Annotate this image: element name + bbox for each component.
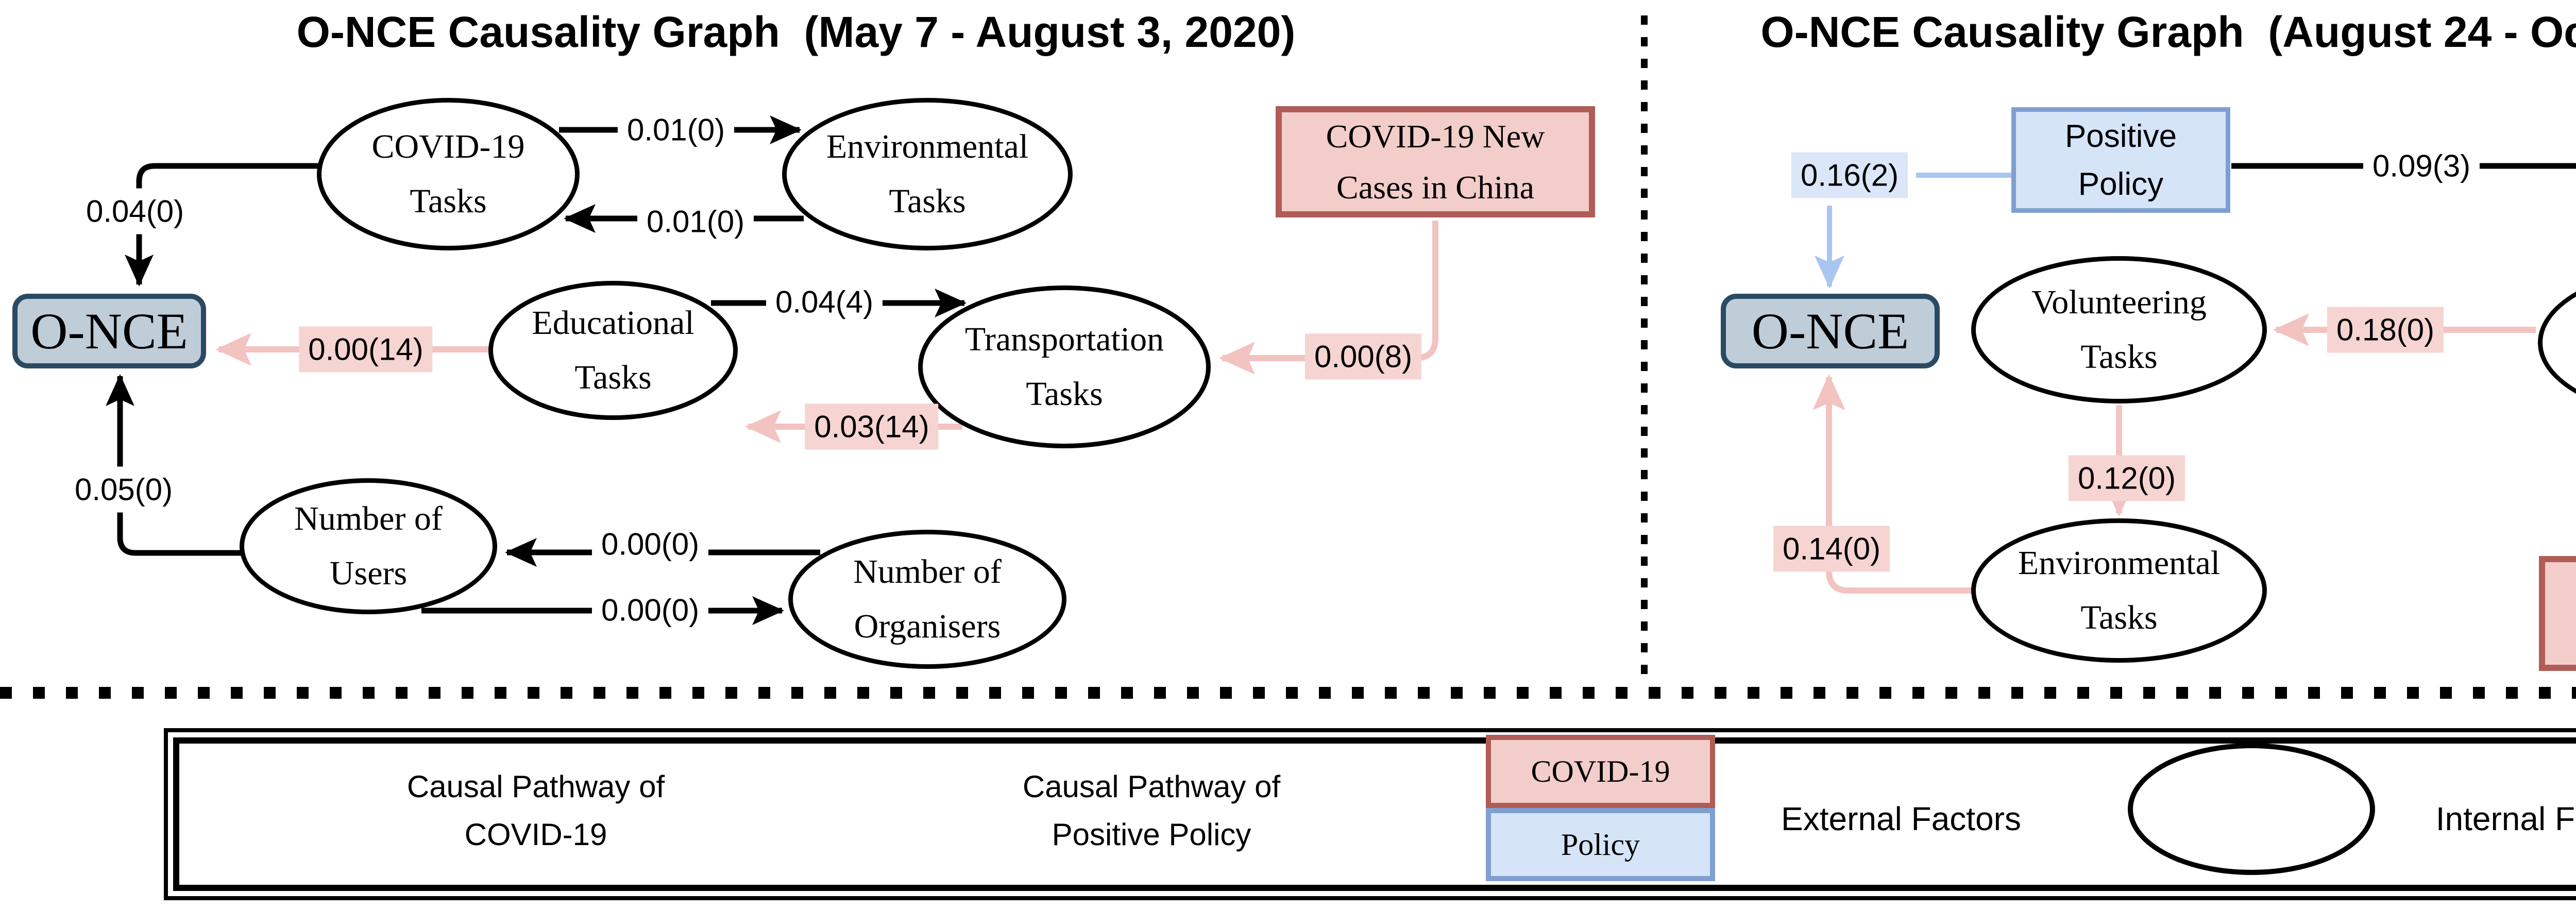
node-volunteering-tasks: Volunteering Tasks [1971, 256, 2267, 403]
edge-label-org-to-users: 0.00(0) [591, 521, 709, 567]
legend-covid-box: COVID-19 [1486, 735, 1715, 808]
edge-label-env-to-covid: 0.01(0) [637, 198, 754, 245]
edge-label-policy-to-users: 0.09(3) [2363, 143, 2480, 189]
node-number-of-users-left: Number of Users [240, 478, 497, 614]
node-number-of-organisers: Number of Organisers [788, 530, 1066, 669]
node-covid-new-cases-left: COVID-19 New Cases in China [1276, 106, 1595, 217]
edge-label-cases-to-trans: 0.00(8) [1304, 333, 1422, 380]
vertical-dotted-divider [1641, 15, 1648, 676]
edge-label-volunteering-to-env: 0.12(0) [2068, 455, 2185, 501]
node-transportation-tasks: Transportation Tasks [918, 285, 1211, 448]
legend-internal-factors-label: Internal Factors [2435, 800, 2576, 837]
edge-label-policy-to-once: 0.16(2) [1791, 152, 1908, 198]
node-educational-tasks: Educational Tasks [488, 281, 738, 420]
legend-policy-pathway-label: Causal Pathway of Positive Policy [1022, 769, 1281, 852]
node-number-of-users-right: Number of Users [2538, 265, 2576, 420]
edge-label-covid-to-env: 0.01(0) [617, 107, 735, 153]
edge-label-edu-to-trans: 0.04(4) [766, 279, 883, 325]
left-graph-title: O-NCE Causality Graph (May 7 - August 3,… [296, 8, 1296, 56]
edge-users-to-once [106, 374, 241, 556]
legend-covid-pathway-label: Causal Pathway of COVID-19 [406, 769, 665, 852]
right-graph-title: O-NCE Causality Graph (August 24 - Octob… [1760, 8, 2576, 56]
legend-inner-border [173, 737, 2576, 891]
edge-label-users-to-org: 0.00(0) [591, 587, 709, 633]
legend-internal-ellipse [2128, 743, 2375, 875]
edge-label-edu-to-once: 0.00(14) [299, 326, 433, 373]
node-environmental-tasks-right: Environmental Tasks [1971, 518, 2267, 663]
edge-label-covid-to-once: 0.04(0) [76, 188, 194, 234]
edge-label-trans-to-edu: 0.03(14) [805, 403, 939, 450]
node-once-right: O-NCE [1721, 294, 1940, 368]
node-positive-policy: Positive Policy [2011, 107, 2230, 213]
horizontal-dotted-divider [0, 687, 2576, 699]
edge-label-env-to-once: 0.14(0) [1773, 526, 1890, 572]
node-covid-tasks: COVID-19 Tasks [317, 98, 580, 250]
node-covid-new-cases-right: COVID-19 New Cases in China [2539, 556, 2576, 671]
edge-label-users-to-once: 0.05(0) [65, 466, 182, 513]
legend-policy-box: Policy [1486, 808, 1715, 881]
node-once-left: O-NCE [12, 294, 206, 368]
legend-external-factors-label: External Factors [1781, 800, 2021, 837]
node-environmental-tasks-left: Environmental Tasks [782, 98, 1073, 250]
edge-label-users-to-volunteering: 0.18(0) [2327, 307, 2444, 353]
